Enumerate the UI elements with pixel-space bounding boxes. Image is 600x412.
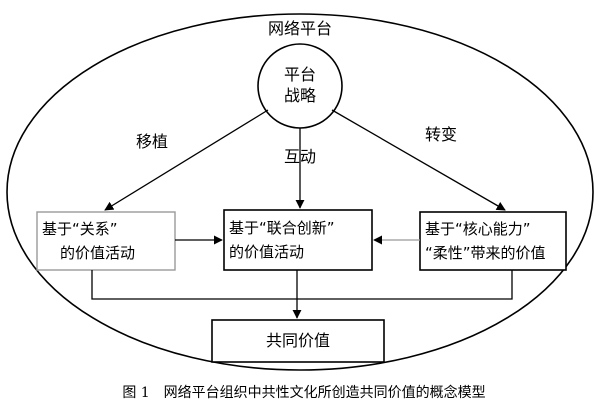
figure-caption: 图 1 网络平台组织中共性文化所创造共同价值的概念模型 (122, 384, 485, 401)
edge-label-transplant: 移植 (136, 132, 168, 151)
box-right-line-2: “柔性”带来的价值 (425, 244, 546, 262)
box-relationship-value (36, 211, 176, 271)
outer-platform-ellipse (6, 13, 594, 371)
outer-platform-label: 网络平台 (268, 19, 332, 38)
box-middle-line-2: 的价值活动 (229, 243, 304, 261)
arrow-circle-to-left-box (104, 109, 269, 211)
box-left-line-1: 基于“关系” (42, 220, 118, 238)
box-right-line-1: 基于“核心能力” (425, 220, 531, 238)
box-shared-value (211, 319, 385, 363)
box-shared-value-label: 共同价值 (266, 331, 330, 350)
box-joint-innovation-value (223, 209, 373, 271)
circle-label-line-1: 平台 (284, 65, 316, 84)
box-core-capability-value (419, 211, 567, 271)
edge-label-transformation: 转变 (425, 125, 457, 144)
circle-label-line-2: 战略 (284, 86, 316, 105)
arrow-circle-to-right-box (331, 109, 506, 211)
collector-line-left-right (91, 270, 513, 300)
box-middle-line-1: 基于“联合创新” (229, 219, 335, 237)
edge-label-interaction: 互动 (284, 147, 316, 166)
box-left-line-2: 的价值活动 (60, 244, 135, 262)
